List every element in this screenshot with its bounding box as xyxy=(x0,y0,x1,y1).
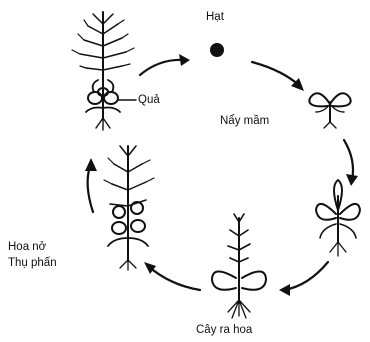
arrow-young-to-flowering xyxy=(279,262,328,296)
seed-label: Hạt xyxy=(206,10,224,24)
bloom-pollination-label-line1: Hoa nở xyxy=(8,240,46,254)
seed-dot xyxy=(210,43,224,57)
germination-label: Nẩy mầm xyxy=(220,114,269,128)
fruiting-plant-illustration xyxy=(72,12,136,130)
arrow-flowering-to-blooming xyxy=(144,262,200,290)
sprout-illustration xyxy=(309,93,350,128)
flowering-plant-illustration xyxy=(212,214,266,318)
blooming-plant-illustration xyxy=(104,146,154,270)
arrow-sprout-to-young xyxy=(344,140,358,186)
bloom-pollination-label-line2: Thụ phấn xyxy=(8,256,57,270)
young-plant-illustration xyxy=(316,180,360,256)
fruit-label: Quả xyxy=(138,93,160,107)
arrow-seed-to-sprout xyxy=(252,62,304,91)
cycle-arrows xyxy=(85,54,358,296)
arrow-fruit-to-seed xyxy=(140,54,190,75)
flowering-plant-label: Cây ra hoa xyxy=(196,323,252,337)
arrow-blooming-to-fruit xyxy=(85,158,97,212)
